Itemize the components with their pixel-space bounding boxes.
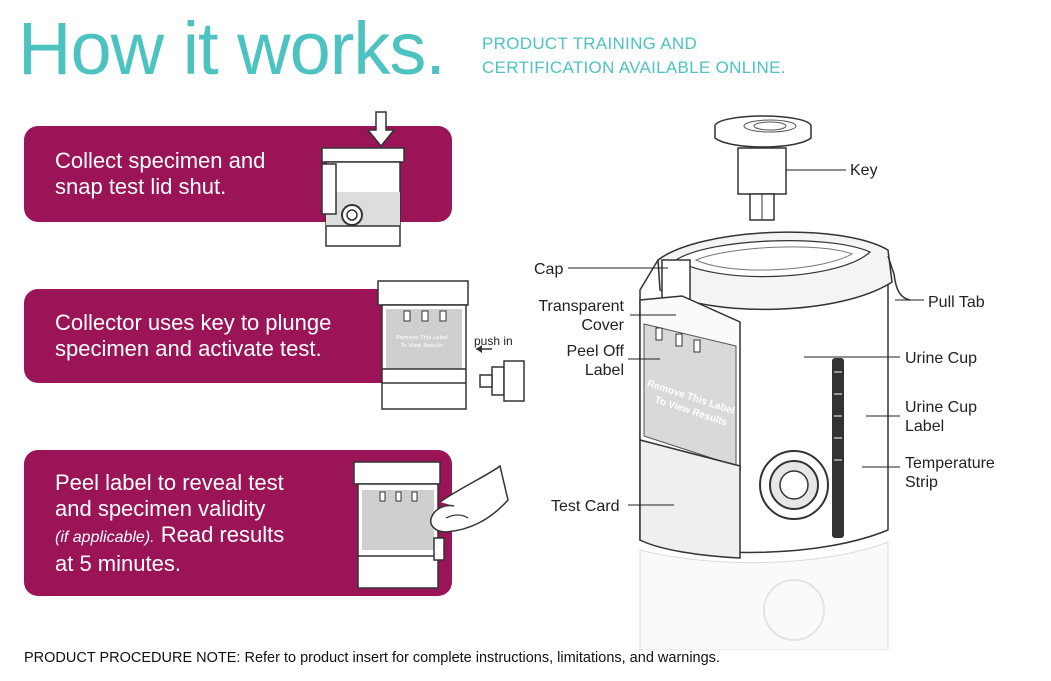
cup-label-remove-text: Remove This Label [396, 335, 448, 341]
label-urine-cup-label-line-2: Label [905, 418, 945, 435]
label-temperature-line-1: Temperature [905, 455, 995, 472]
push-in-label: push in [474, 334, 513, 348]
step-3-line-4: at 5 minutes. [55, 551, 181, 576]
page-title: How it works. [18, 7, 446, 90]
step-3-line-3: (if applicable). Read results [55, 522, 355, 551]
step-1-line-1: Collect specimen and [55, 148, 266, 173]
subtitle-line-1: PRODUCT TRAINING AND [482, 34, 698, 53]
key-illustration [714, 115, 812, 221]
cap-rim [657, 231, 893, 311]
cup-label-view-text: To View Results [400, 343, 443, 349]
step-1-text: Collect specimen and snap test lid shut. [55, 148, 325, 200]
peeling-hand-icon [430, 464, 509, 533]
label-test-card: Test Card [551, 498, 620, 515]
label-urine-cup: Urine Cup [905, 350, 978, 367]
label-peel-off-line-1: Peel Off [566, 343, 624, 360]
label-key: Key [850, 162, 878, 179]
step-3-line-2: and specimen validity [55, 496, 266, 521]
label-transparent-cover-line-1: Transparent [538, 298, 624, 315]
step-3-italic-note: (if applicable). [55, 529, 155, 546]
label-cap: Cap [534, 261, 564, 278]
procedure-note: PRODUCT PROCEDURE NOTE: Refer to product… [24, 650, 720, 666]
label-temperature-line-2: Strip [905, 474, 938, 491]
step-1-cup-illustration [321, 111, 405, 247]
subtitle-line-2: CERTIFICATION AVAILABLE ONLINE. [482, 58, 786, 77]
step-3-line-3-rest: Read results [154, 522, 285, 547]
label-transparent-cover-line-2: Cover [581, 317, 624, 334]
label-urine-cup-label-line-1: Urine Cup [905, 399, 978, 416]
down-arrow-icon [366, 111, 396, 148]
label-peel-off-line-2: Label [584, 362, 624, 379]
label-temperature-strip: Temperature Strip [905, 454, 995, 492]
label-urine-cup-label: Urine Cup Label [905, 398, 977, 436]
step-2-cup-illustration: Remove This Label To View Results [377, 280, 525, 410]
step-2-line-2: specimen and activate test. [55, 336, 322, 361]
step-2-line-1: Collector uses key to plunge [55, 310, 332, 335]
step-1-line-2: snap test lid shut. [55, 174, 227, 199]
pull-tab [887, 255, 910, 301]
label-pull-tab: Pull Tab [928, 294, 985, 311]
step-2-text: Collector uses key to plunge specimen an… [55, 310, 385, 362]
step-3-text: Peel label to reveal test and specimen v… [55, 470, 355, 577]
label-peel-off: Peel Off Label [540, 342, 624, 380]
step-3-line-1: Peel label to reveal test [55, 470, 284, 495]
left-arrow-icon [476, 345, 482, 353]
step-3-cup-illustration [353, 461, 509, 589]
label-transparent-cover: Transparent Cover [520, 297, 624, 335]
cup-diagram: Remove This Label To View Results [639, 115, 910, 650]
